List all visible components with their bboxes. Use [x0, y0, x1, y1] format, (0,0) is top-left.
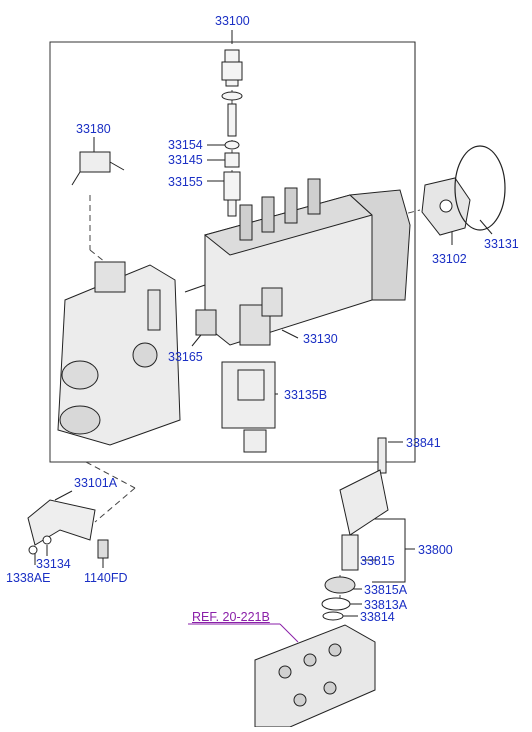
delivery-valve-stack	[221, 49, 243, 217]
label-33800: 33800	[418, 543, 453, 557]
label-33815: 33815	[360, 554, 395, 568]
cylinder-head	[254, 624, 376, 728]
label-33130: 33130	[303, 332, 338, 346]
solenoid-kit	[221, 361, 276, 453]
label-33102: 33102	[432, 252, 467, 266]
label-33131: 33131	[484, 237, 519, 251]
label-33165: 33165	[168, 350, 203, 364]
injector-assembly	[321, 437, 389, 621]
governor-housing	[57, 261, 181, 446]
label-33134: 33134	[36, 557, 71, 571]
bracket	[27, 499, 109, 559]
o-ring	[454, 145, 506, 231]
label-33180: 33180	[76, 122, 111, 136]
label-33813a: 33813A	[364, 598, 408, 612]
label-1140fd: 1140FD	[84, 571, 128, 585]
label-33135b: 33135B	[284, 388, 328, 402]
label-33154: 33154	[168, 138, 203, 152]
label-33155: 33155	[168, 175, 203, 189]
coupling-disk	[421, 177, 471, 236]
label-33815a: 33815A	[364, 583, 408, 597]
label-33841: 33841	[406, 436, 441, 450]
ref-link-20-221b[interactable]: REF. 20-221B	[192, 610, 270, 624]
sensor-part	[71, 151, 125, 186]
label-33100: 33100	[215, 14, 250, 28]
label-33101a: 33101A	[74, 476, 118, 490]
injection-pump-body	[184, 178, 411, 346]
label-33145: 33145	[168, 153, 203, 167]
label-33814: 33814	[360, 610, 395, 624]
label-1338ae: 1338AE	[6, 571, 51, 585]
